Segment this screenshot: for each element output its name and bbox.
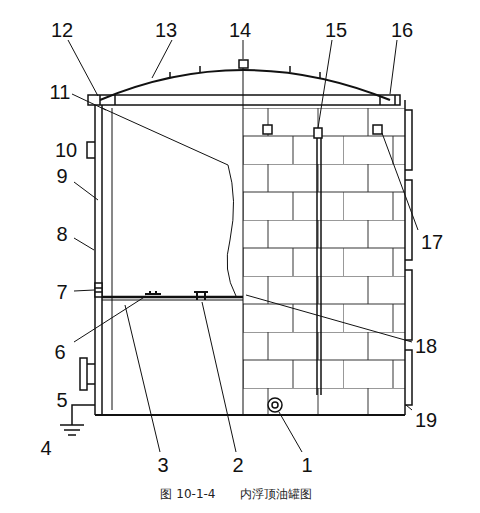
callout-number: 7 bbox=[56, 282, 67, 302]
callout-number: 9 bbox=[56, 166, 67, 186]
callout-number: 1 bbox=[301, 455, 312, 475]
callout-number: 18 bbox=[415, 336, 437, 356]
callout-number: 10 bbox=[55, 140, 77, 160]
figure-caption: 图 10-1-4 内浮顶油罐图 bbox=[160, 486, 311, 503]
callout-number: 8 bbox=[56, 224, 67, 244]
callout-number: 11 bbox=[50, 82, 71, 102]
callout-number: 17 bbox=[421, 232, 443, 252]
callout-number: 19 bbox=[415, 410, 437, 430]
callout-number: 16 bbox=[391, 20, 413, 40]
callout-number: 6 bbox=[54, 342, 65, 362]
callout-number: 5 bbox=[56, 390, 67, 410]
callout-number: 4 bbox=[40, 438, 51, 458]
callout-number: 2 bbox=[232, 455, 243, 475]
callout-number: 15 bbox=[325, 20, 347, 40]
callout-number: 12 bbox=[51, 20, 73, 40]
callout-number: 14 bbox=[229, 20, 251, 40]
callout-number: 13 bbox=[155, 20, 177, 40]
callout-number: 3 bbox=[157, 455, 168, 475]
